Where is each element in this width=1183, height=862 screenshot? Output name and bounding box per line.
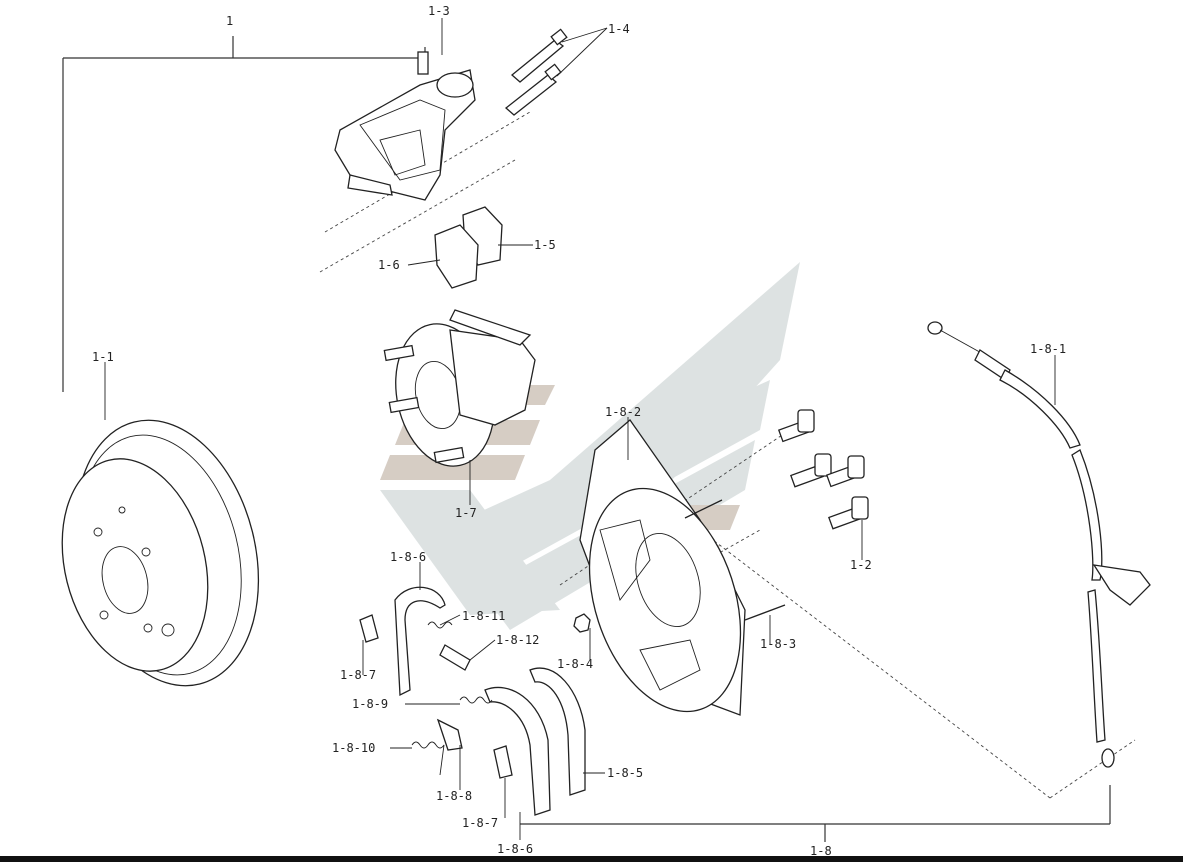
callout-1-8-5: 1-8-5: [607, 766, 644, 780]
callout-1-8-12: 1-8-12: [496, 633, 540, 647]
callout-1-8: 1-8: [810, 844, 832, 858]
callout-1-8-7-bottom: 1-8-7: [462, 816, 499, 830]
callout-1-8-2: 1-8-2: [605, 405, 642, 419]
hub-bolts: [777, 409, 869, 530]
backing-plate: [579, 419, 746, 716]
callout-1: 1: [226, 14, 234, 28]
brake-shoes: [394, 586, 586, 816]
small-fasteners: [573, 499, 786, 633]
hub-bearing: [383, 309, 536, 467]
callout-1-8-4: 1-8-4: [557, 657, 594, 671]
callout-1-8-11: 1-8-11: [462, 609, 506, 623]
callout-1-8-7-left: 1-8-7: [340, 668, 377, 682]
callout-1-4: 1-4: [608, 22, 630, 36]
callout-1-6: 1-6: [378, 258, 400, 272]
brake-caliper: [334, 51, 476, 201]
bottom-border: [0, 856, 1183, 862]
parking-brake-cable: [927, 321, 1151, 768]
guide-pins: [504, 28, 568, 116]
brake-disc: [61, 419, 260, 687]
callout-1-5: 1-5: [534, 238, 556, 252]
callout-1-2: 1-2: [850, 558, 872, 572]
callout-1-7: 1-7: [455, 506, 477, 520]
callout-1-8-1: 1-8-1: [1030, 342, 1067, 356]
springs-and-clips: [359, 614, 513, 779]
callout-1-8-9: 1-8-9: [352, 697, 389, 711]
callout-1-8-8: 1-8-8: [436, 789, 473, 803]
callout-1-8-6-bottom: 1-8-6: [497, 842, 534, 856]
brake-pads: [434, 206, 503, 289]
callout-1-8-10: 1-8-10: [332, 741, 376, 755]
callout-1-8-3: 1-8-3: [760, 637, 797, 651]
assembly-bracket-1-8: [520, 785, 1111, 842]
assembly-bracket-1: [62, 36, 426, 392]
leader-lines: [104, 18, 1056, 840]
callout-1-3: 1-3: [428, 4, 450, 18]
callout-1-1: 1-1: [92, 350, 114, 364]
callout-1-8-6-top: 1-8-6: [390, 550, 427, 564]
